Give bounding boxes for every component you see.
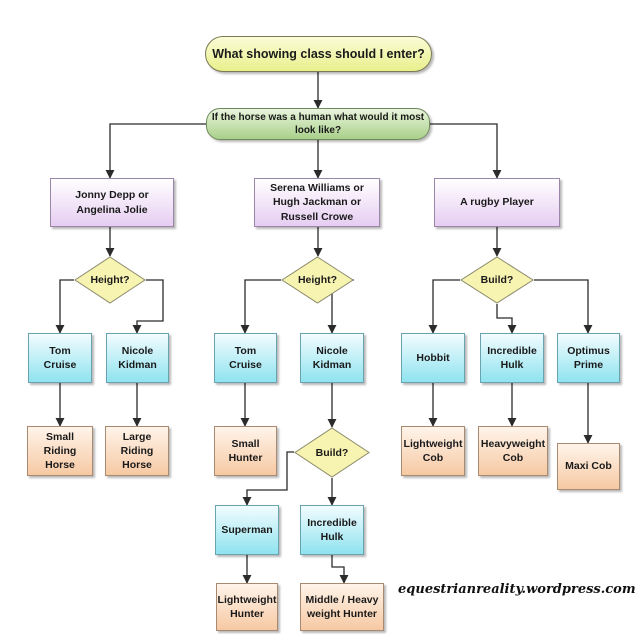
connector-height1-nicole [132, 279, 164, 334]
type-nicole-kidman-2: Nicole Kidman [300, 333, 364, 383]
type-nicole-kidman-1: Nicole Kidman [106, 333, 169, 383]
type-label: Superman [221, 523, 273, 536]
category-jonny-depp: Jonny Depp or Angelina Jolie [50, 178, 174, 227]
type-superman: Superman [215, 505, 279, 555]
category-label: Serena Williams or Hugh Jackman or Russe… [270, 182, 364, 223]
decision-label: Build? [480, 274, 514, 286]
class-label: Middle / Heavy weight Hunter [305, 593, 379, 620]
class-label: Lightweight Cob [403, 437, 463, 464]
decision-label: Height? [90, 274, 130, 286]
connector-height1-tomcruise [55, 279, 74, 334]
question-node: If the horse was a human what would it m… [206, 108, 430, 140]
class-label: Lightweight Hunter [217, 593, 277, 620]
type-hobbit: Hobbit [401, 333, 465, 383]
category-label: Jonny Depp or Angelina Jolie [75, 189, 149, 216]
type-label: Tom Cruise [229, 344, 262, 371]
title-node: What showing class should I enter? [205, 36, 432, 72]
decision-build-3: Build? [460, 256, 534, 304]
decision-label: Build? [315, 446, 349, 459]
type-label: Incredible Hulk [307, 516, 357, 543]
connector-build2-superman [242, 451, 294, 506]
class-lightweight-hunter: Lightweight Hunter [216, 583, 278, 631]
decision-label: Height? [297, 274, 338, 286]
connector-height2-tomcruise [240, 279, 281, 334]
connector-build3-optimus [534, 279, 593, 334]
type-label: Nicole Kidman [118, 344, 157, 371]
type-label: Hobbit [416, 351, 450, 364]
type-label: Incredible Hulk [487, 344, 537, 371]
connector-question-jonny [105, 123, 210, 179]
connector-build3-hobbit [428, 279, 460, 334]
class-lightweight-cob: Lightweight Cob [401, 426, 465, 476]
class-large-riding-horse: Large Riding Horse [105, 426, 169, 476]
class-heavyweight-cob: Heavyweight Cob [478, 426, 548, 476]
class-label: Large Riding Horse [120, 430, 154, 472]
type-label: Nicole Kidman [312, 344, 352, 371]
title-text: What showing class should I enter? [212, 46, 425, 61]
class-middle-heavy-hunter: Middle / Heavy weight Hunter [300, 583, 384, 631]
type-tom-cruise-2: Tom Cruise [214, 333, 277, 383]
decision-height-2: Height? [281, 256, 354, 304]
type-label: Optimus Prime [567, 344, 610, 371]
connector-hulk2-class [331, 555, 349, 584]
type-incredible-hulk-2: Incredible Hulk [300, 505, 364, 555]
class-small-hunter: Small Hunter [214, 426, 277, 476]
class-label: Small Hunter [228, 437, 263, 464]
decision-build-2b: Build? [294, 427, 370, 478]
type-label: Tom Cruise [43, 344, 77, 371]
connector-question-rugby [425, 123, 502, 179]
category-serena-williams: Serena Williams or Hugh Jackman or Russe… [254, 178, 380, 227]
type-incredible-hulk-3: Incredible Hulk [480, 333, 544, 383]
class-label: Maxi Cob [565, 460, 612, 473]
type-tom-cruise-1: Tom Cruise [28, 333, 92, 383]
class-maxi-cob: Maxi Cob [557, 443, 620, 490]
connector-build3-hulk [496, 304, 517, 334]
category-rugby-player: A rugby Player [434, 178, 560, 227]
class-small-riding-horse: Small Riding Horse [27, 426, 93, 476]
question-text: If the horse was a human what would it m… [211, 111, 425, 137]
decision-height-1: Height? [74, 256, 146, 304]
credit-text: equestrianreality.wordpress.com [398, 582, 636, 597]
class-label: Heavyweight Cob [480, 437, 546, 464]
class-label: Small Riding Horse [43, 430, 77, 472]
category-label: A rugby Player [460, 196, 534, 209]
type-optimus-prime: Optimus Prime [557, 333, 620, 383]
